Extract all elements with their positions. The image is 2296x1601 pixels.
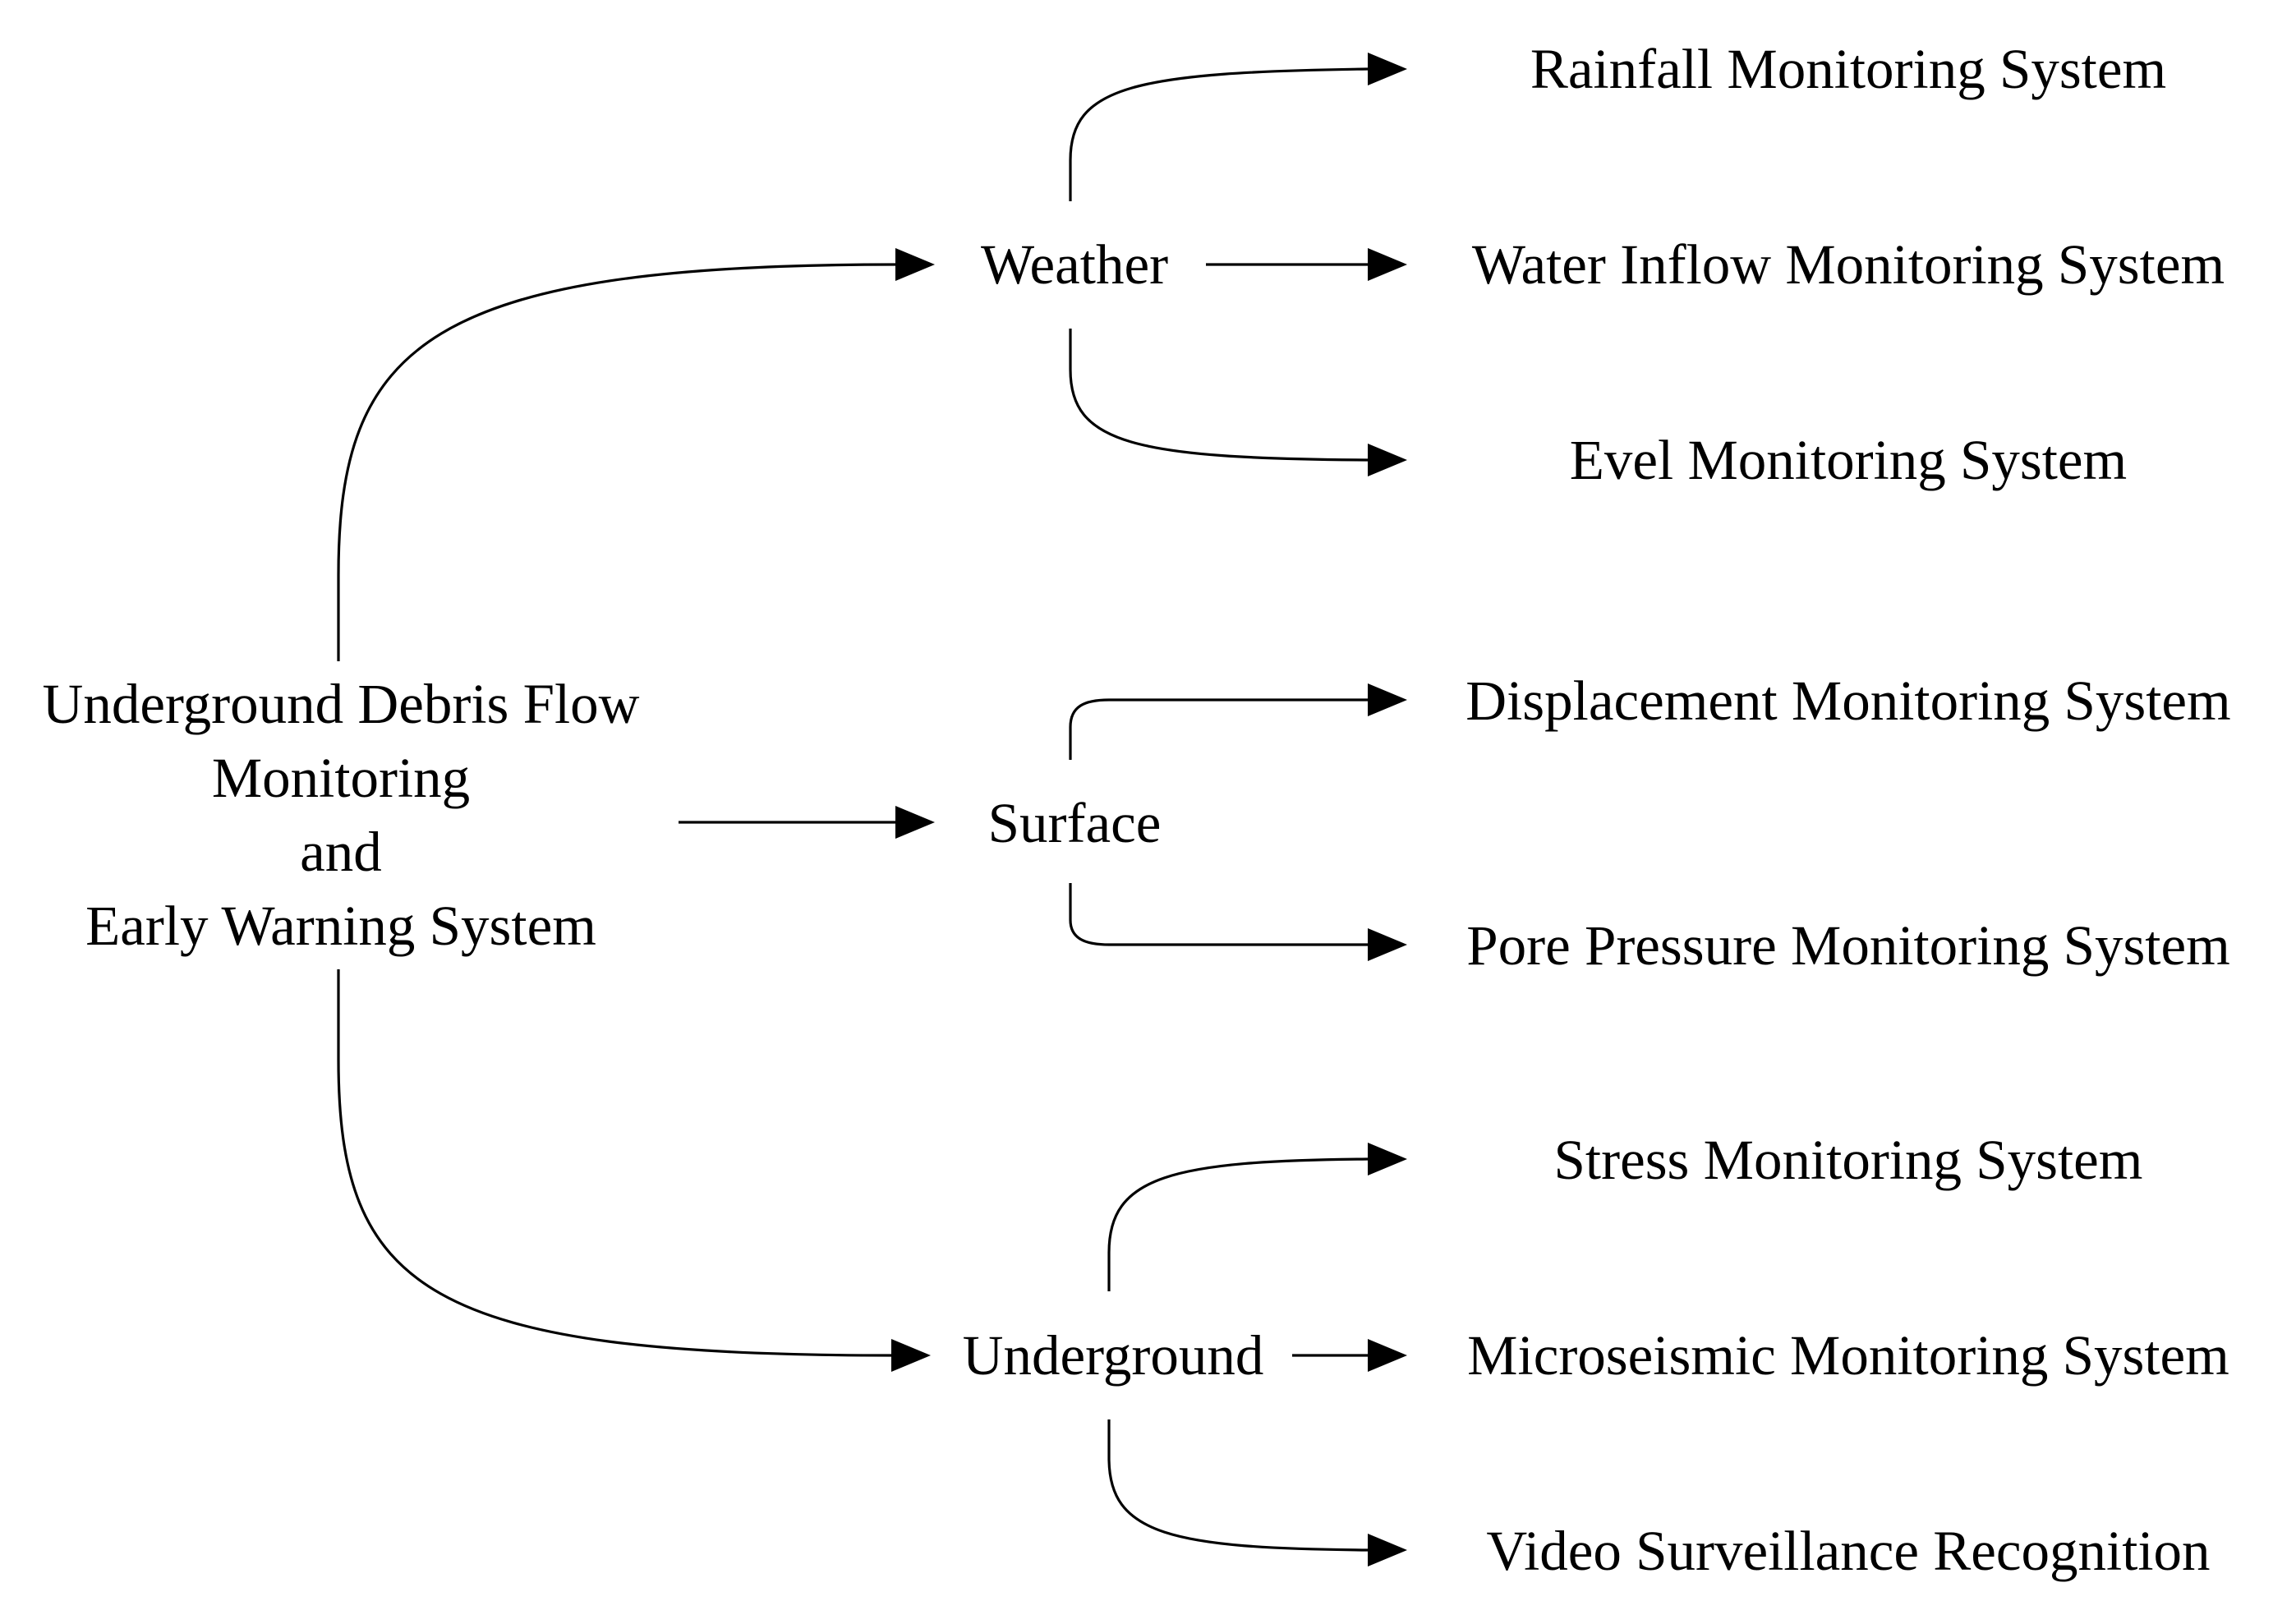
- arrowhead-surface-displacement: [1368, 683, 1407, 716]
- edge-surface-displacement: [1069, 698, 1368, 760]
- edge-root-weather: [337, 263, 896, 661]
- edges-underground: [1107, 1143, 1407, 1566]
- system-microseismic: Microseismic Monitoring System: [1467, 1324, 2229, 1387]
- arrowhead-underground-stress: [1368, 1143, 1407, 1175]
- edges-surface: [1069, 683, 1407, 961]
- root-label-line-2: Monitoring: [212, 747, 470, 809]
- arrowhead-weather-rainfall: [1368, 53, 1407, 85]
- system-stress: Stress Monitoring System: [1554, 1129, 2143, 1191]
- edges-weather: [1069, 53, 1407, 476]
- system-water-inflow: Water Inflow Monitoring System: [1472, 233, 2225, 296]
- arrowhead-root-underground: [891, 1339, 931, 1372]
- arrowhead-root-surface: [895, 806, 935, 839]
- system-displacement: Displacement Monitoring System: [1465, 669, 2230, 732]
- arrowhead-surface-pore-pressure: [1368, 928, 1407, 961]
- edges-root: [337, 248, 935, 1372]
- edge-weather-evel: [1069, 329, 1369, 462]
- system-rainfall: Rainfall Monitoring System: [1530, 38, 2166, 100]
- root-label-line-1: Underground Debris Flow: [43, 673, 640, 735]
- arrowhead-root-weather: [895, 248, 935, 281]
- category-weather: Weather: [981, 233, 1168, 296]
- arrowhead-underground-video: [1368, 1534, 1407, 1566]
- arrowhead-weather-evel: [1368, 444, 1407, 476]
- system-video-surveillance: Video Surveillance Recognition: [1486, 1520, 2210, 1582]
- root-label-line-3: and: [300, 821, 382, 883]
- arrowhead-weather-water-inflow: [1368, 248, 1407, 281]
- category-underground: Underground: [963, 1324, 1264, 1387]
- edge-underground-stress: [1107, 1157, 1369, 1291]
- root-label-line-4: Early Warning System: [85, 895, 596, 957]
- root-node: Underground Debris Flow Monitoring and E…: [43, 673, 640, 957]
- arrowhead-underground-microseismic: [1368, 1339, 1407, 1372]
- edge-weather-rainfall: [1069, 67, 1369, 201]
- category-surface: Surface: [988, 792, 1162, 854]
- system-pore-pressure: Pore Pressure Monitoring System: [1466, 914, 2230, 977]
- system-evel: Evel Monitoring System: [1570, 429, 2127, 491]
- edge-root-underground: [337, 969, 892, 1357]
- edge-surface-pore-pressure: [1069, 883, 1368, 946]
- edge-underground-video: [1107, 1419, 1369, 1552]
